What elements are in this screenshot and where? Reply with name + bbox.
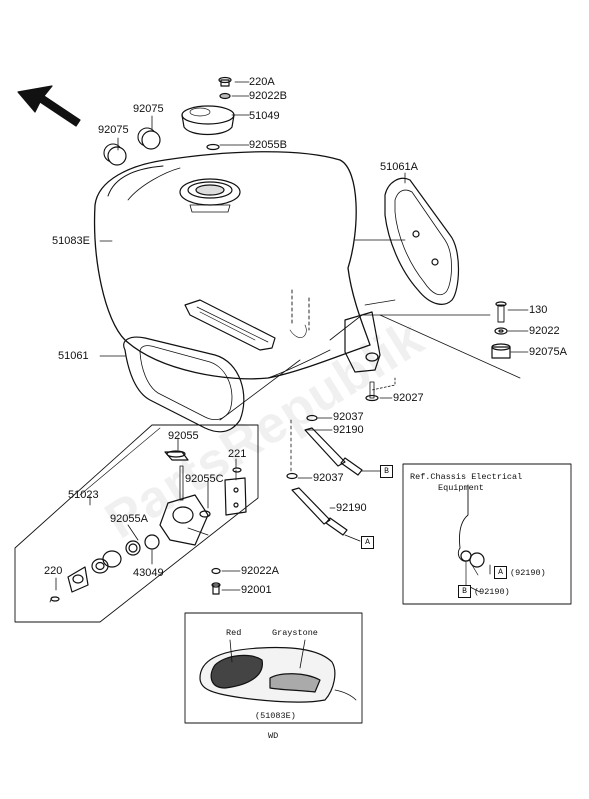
chassis-ref-title: Ref.Chassis Electrical <box>410 472 523 482</box>
part-label: 92001 <box>241 584 272 596</box>
part-label: 92055C <box>185 473 224 485</box>
part-label: 220 <box>44 565 63 577</box>
petcock-assembly <box>49 450 247 603</box>
part-label: 92055B <box>249 139 287 151</box>
direction-arrow-icon <box>17 85 81 127</box>
part-label: 221 <box>228 448 247 460</box>
chassis-connector-b: B <box>458 585 471 598</box>
color-label-red: Red <box>226 628 242 638</box>
part-label: 92075 <box>133 103 164 115</box>
part-label: 92190 <box>336 502 367 514</box>
petcock-frame <box>14 424 259 623</box>
part-label: 92055 <box>168 430 199 442</box>
inset-model-code: WD <box>268 731 279 741</box>
part-label: 92027 <box>393 392 424 404</box>
rear-mount-parts <box>491 301 511 359</box>
color-label-graystone: Graystone <box>272 628 318 638</box>
chassis-ref-subtitle: Equipment <box>438 483 484 493</box>
bolt-92027 <box>365 381 379 402</box>
fuel-cap-assembly <box>103 76 235 166</box>
fuel-tank-body <box>93 151 396 380</box>
chassis-ref-box <box>402 463 572 605</box>
part-label: 92075A <box>529 346 567 358</box>
connector-ref-a: A <box>361 536 374 549</box>
part-label: 92037 <box>313 472 344 484</box>
part-label: 92022B <box>249 90 287 102</box>
part-label: 92055A <box>110 513 148 525</box>
leader-lines <box>55 81 529 593</box>
part-label: 92022 <box>529 325 560 337</box>
part-label: 220A <box>249 76 275 88</box>
part-label: 92075 <box>98 124 129 136</box>
chassis-connector-a: A <box>494 566 507 579</box>
side-cover-right <box>384 177 460 305</box>
inset-part-number: (51083E) <box>255 711 296 721</box>
part-label: 51061A <box>380 161 418 173</box>
part-label: 51061 <box>58 350 89 362</box>
color-variant-inset <box>184 612 363 724</box>
part-label: 92022A <box>241 565 279 577</box>
connector-ref-b: B <box>380 465 393 478</box>
part-label: 51049 <box>249 110 280 122</box>
chassis-connector-a-part: (92190) <box>510 568 546 578</box>
part-label: 92190 <box>333 424 364 436</box>
side-cover-left <box>123 336 245 433</box>
part-label: 43049 <box>133 567 164 579</box>
part-label: 51083E <box>52 235 90 247</box>
part-label: 92037 <box>333 411 364 423</box>
part-label: 130 <box>529 304 548 316</box>
hoses <box>286 289 363 536</box>
chassis-connector-b-part: (92190) <box>474 587 510 597</box>
part-label: 51023 <box>68 489 99 501</box>
